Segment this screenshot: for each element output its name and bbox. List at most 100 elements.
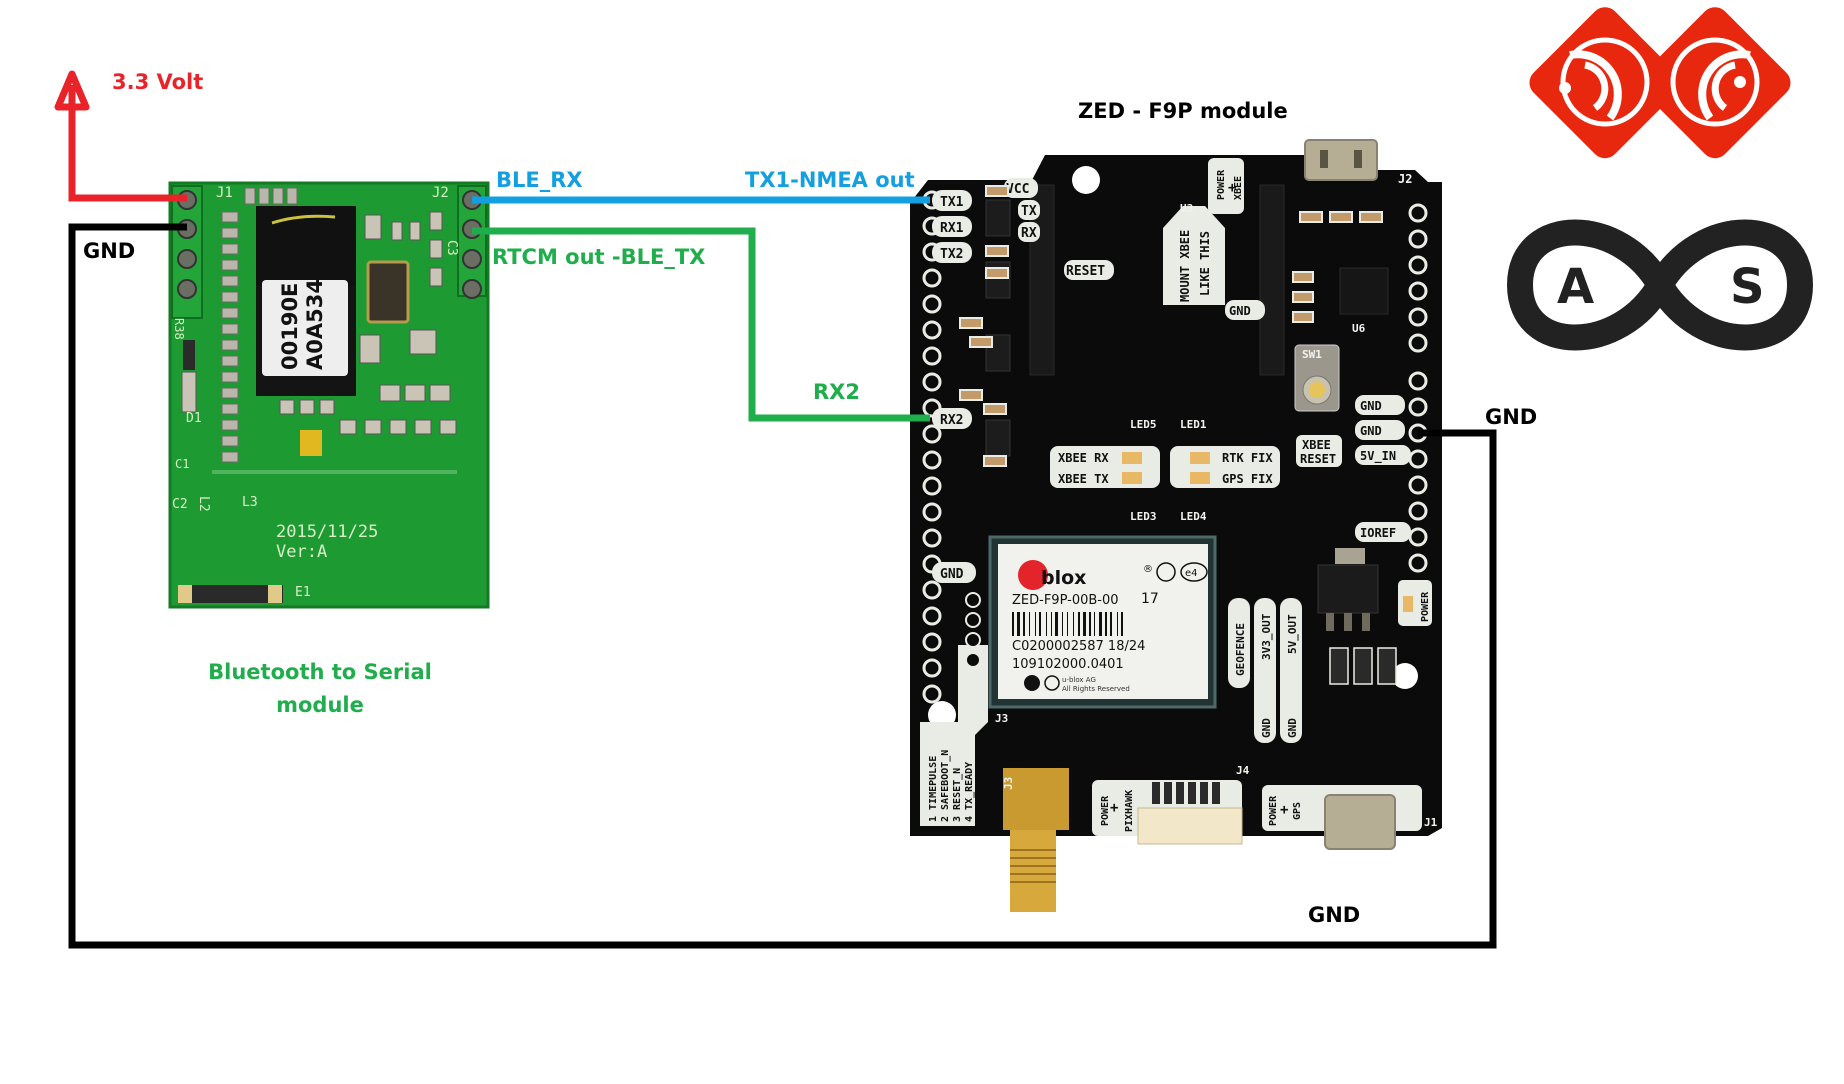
power-led-label: POWER [1420, 591, 1431, 622]
pixhawk-1: POWER [1100, 795, 1111, 826]
sma-connector [1003, 768, 1069, 830]
tp-legend-2: 2 SAFEBOOT_N [940, 750, 951, 822]
led3-ref: LED3 [1130, 510, 1157, 523]
header-pin [1408, 229, 1428, 249]
svg-text:®: ® [1143, 564, 1153, 575]
ref-u3: U3 [1180, 202, 1193, 215]
bt-caption: Bluetooth to Serial module [186, 656, 454, 722]
pin-label-rx1: RX1 [940, 221, 964, 236]
header-pin [1408, 255, 1428, 275]
zed-title: ZED - F9P module [1078, 99, 1288, 123]
tp-legend-3: 3 RESET_N [952, 768, 963, 822]
chip-label [262, 280, 348, 376]
ublox-brand: blox [1041, 567, 1086, 589]
header-pin [922, 606, 942, 626]
barcode-bar [1110, 612, 1112, 636]
right-pin-5v-in: 5V_IN [1360, 449, 1396, 464]
power-xbee-2: + [1228, 180, 1236, 196]
gps-power-2: + [1280, 802, 1288, 818]
ref-j2: J2 [1398, 172, 1412, 186]
led1-ref: LED1 [1180, 418, 1207, 431]
ref-sw1: SW1 [1302, 348, 1322, 361]
header-pin [1408, 449, 1428, 469]
ublox-serial: C0200002587 18/24 [1012, 639, 1145, 654]
power-xbee-1: POWER [1216, 169, 1227, 200]
barcode-bar [1017, 612, 1020, 636]
bt-caption-line2: module [276, 693, 364, 717]
rx2-label: RX2 [813, 380, 860, 404]
pixhawk-connector [1137, 807, 1243, 845]
silk-version: Ver:A [276, 542, 327, 562]
header-pin [1408, 553, 1428, 573]
ble-rx-label: BLE_RX [496, 168, 583, 192]
barcode-bar [1083, 612, 1086, 636]
barcode-bar [1094, 612, 1095, 636]
header-pin [922, 424, 942, 444]
header-pin [1408, 203, 1428, 223]
pin-label-tx1: TX1 [940, 195, 964, 210]
barcode-bar [1062, 612, 1063, 636]
logo-letter-s: S [1730, 259, 1765, 315]
silk-d1: D1 [186, 411, 202, 426]
rtcm-label: RTCM out -BLE_TX [492, 245, 706, 269]
header-pin [922, 502, 942, 522]
header-gnd: GND [1229, 304, 1251, 318]
tp-legend-1: 1 TIMEPULSE [928, 756, 939, 822]
silk-e1: E1 [295, 585, 311, 600]
header-pin [1408, 527, 1428, 547]
header-pin [1408, 333, 1428, 353]
regulator-u5 [1317, 564, 1379, 614]
bluetooth-module: 00190E A0A534 J1 J2 C3 R38 D1 C1 C2 L2 L [168, 181, 490, 609]
barcode-bar [1055, 612, 1058, 636]
silk-l3: L3 [242, 495, 258, 510]
xbee-note-line2: LIKE THIS [1198, 231, 1212, 296]
barcode-bar [1012, 612, 1014, 636]
logo-letter-a: A [1557, 259, 1594, 315]
header-vcc: VCC [1006, 182, 1029, 197]
barcode-bar [1023, 612, 1025, 636]
usb-connector-top [1304, 139, 1378, 181]
header-pin [1408, 281, 1428, 301]
pin-label-gnd: GND [940, 567, 964, 582]
arrow-up-icon [54, 70, 90, 111]
xbee-reset-2: RESET [1300, 452, 1336, 466]
led-xbee-rx: XBEE RX [1058, 451, 1109, 465]
barcode-bar [1051, 612, 1052, 636]
barcode-bar [1046, 612, 1047, 636]
no-pb-icon [1156, 562, 1176, 582]
barcode-bar [1039, 612, 1041, 636]
pixhawk-2: + [1110, 800, 1118, 816]
tx1-label: TX1-NMEA out [745, 168, 915, 192]
gps-power-3: GPS [1292, 802, 1303, 820]
right-pin-ioref: IOREF [1360, 526, 1396, 540]
barcode-bar [1078, 612, 1080, 636]
barcode-bar [1067, 612, 1068, 636]
silk-date: 2015/11/25 [276, 522, 378, 542]
ublox-copy-2: All Rights Reserved [1062, 685, 1130, 693]
out-gnd-2: GND [1286, 718, 1299, 738]
header-pin [922, 684, 942, 704]
header-rx: RX [1021, 226, 1037, 241]
chip-label-line2: A0A534 [303, 279, 327, 370]
espressif-logo [1529, 7, 1791, 159]
silk-c3: C3 [444, 240, 459, 256]
header-pin [922, 528, 942, 548]
ref-u6: U6 [1352, 322, 1366, 335]
header-pin [922, 632, 942, 652]
header-pin [1408, 501, 1428, 521]
header-pin [922, 320, 942, 340]
wire-3v3 [68, 85, 187, 202]
out-geofence: GEOFENCE [1234, 623, 1247, 676]
as-infinity-logo: A S [1506, 219, 1814, 351]
header-tx: TX [1021, 204, 1037, 219]
header-pin [922, 294, 942, 314]
power-xbee-3: XBEE [1233, 176, 1244, 200]
crystal [366, 260, 410, 324]
copyright-icon [1044, 675, 1060, 691]
gnd-label-bottom: GND [1308, 903, 1361, 927]
led-rtk-fix: RTK FIX [1222, 451, 1273, 465]
gps-power-1: POWER [1268, 795, 1279, 826]
out-5v: 5V_OUT [1286, 614, 1299, 654]
header-pin [922, 450, 942, 470]
barcode-bar [1105, 612, 1107, 636]
